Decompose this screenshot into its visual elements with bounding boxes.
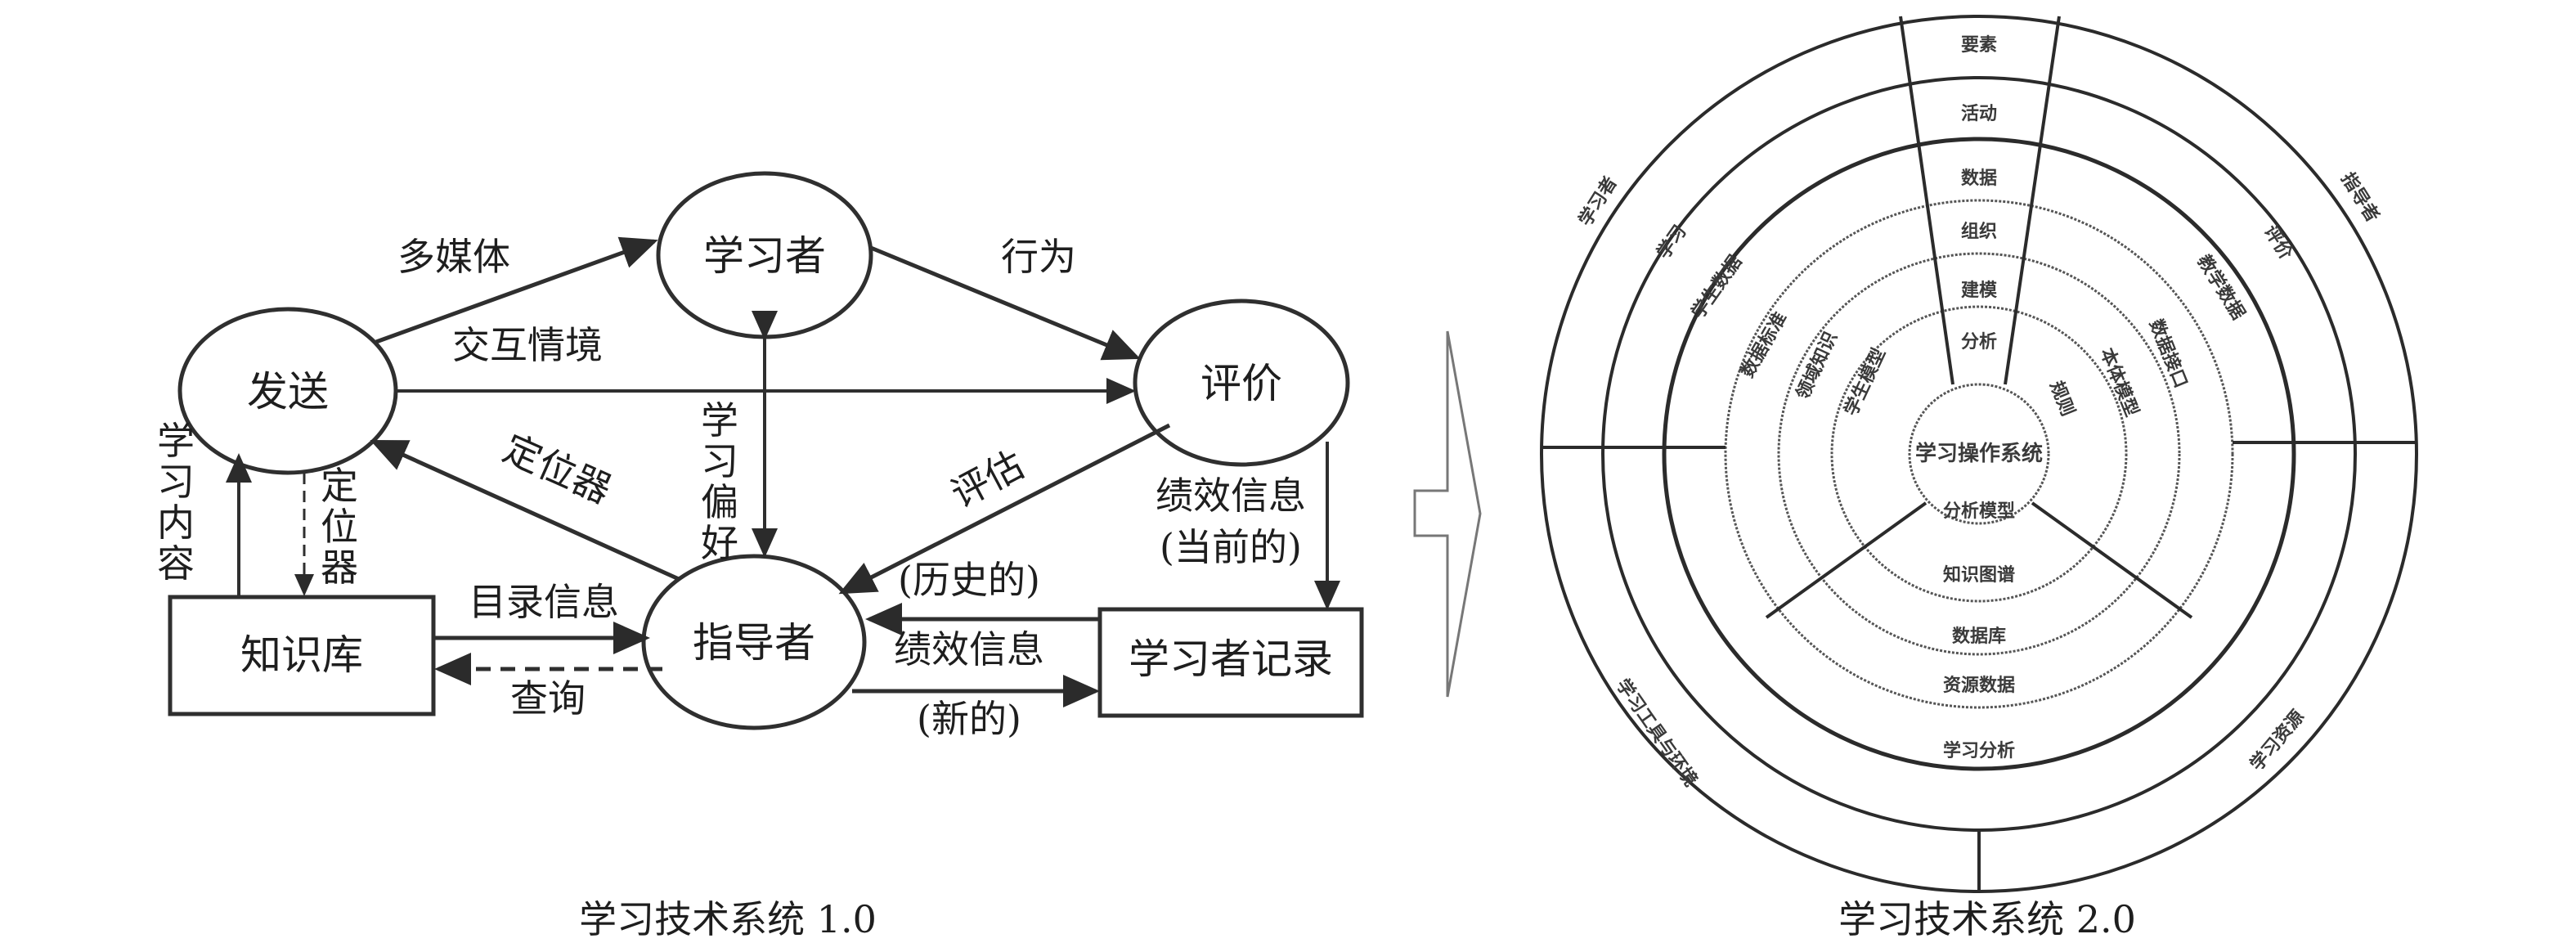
label-left-5: 学生模型	[1840, 345, 1890, 420]
label-right-2: 教学数据	[2193, 251, 2250, 323]
label-top-3: 组织	[1961, 221, 1997, 242]
label-right-0: 指导者	[2336, 169, 2382, 226]
divider-bottom-right	[2031, 501, 2193, 619]
ring-6	[1830, 305, 2128, 603]
label-learning-preference: 学 习 偏 好	[701, 398, 738, 565]
label-performance-current-2: (当前的)	[1160, 525, 1302, 569]
label-behavior: 行为	[1001, 235, 1076, 279]
ring-core	[1908, 383, 2050, 525]
arrow-right-icon	[1413, 330, 1482, 698]
label-preference-char: 习	[701, 439, 738, 483]
node-learner-records	[1097, 607, 1364, 718]
label-query: 查询	[510, 676, 586, 721]
label-top-0: 要素	[1961, 34, 1997, 56]
ring-3	[1662, 137, 2296, 771]
label-left-2: 学生数据	[1687, 251, 1746, 322]
label-right-4: 本体模型	[2096, 345, 2142, 420]
label-interaction-context: 交互情境	[452, 323, 603, 367]
label-preference-char: 学	[701, 398, 738, 442]
divider-top-right	[2004, 16, 2061, 385]
label-top-2: 数据	[1961, 168, 1997, 189]
edge-assessment	[838, 423, 1171, 595]
label-coach: 指导者	[693, 619, 815, 667]
ltsa-1-labels: 发送 学习者 评价 指导者 知识库 学习者记录 多媒体 行为 交互情境 定位器 …	[157, 232, 1333, 941]
label-catalog-info: 目录信息	[469, 580, 619, 624]
label-learning-content-char: 内	[157, 501, 195, 545]
label-top-5: 分析	[1961, 332, 1997, 353]
label-bottom-0: 分析模型	[1943, 501, 2015, 522]
label-right-5: 规则	[2045, 378, 2078, 419]
caption-ltsa-1: 学习技术系统 1.0	[579, 897, 877, 941]
label-knowledge-base: 知识库	[240, 631, 363, 679]
label-learning-content-char: 学	[157, 419, 195, 463]
label-left-0: 学习者	[1575, 173, 1622, 230]
ltsa-2-labels: 学习操作系统 要素 活动 数据 组织 建模 分析 分析模型 知识图谱 数据库 资…	[1575, 34, 2383, 941]
label-top-4: 建模	[1961, 281, 1998, 301]
ring-5	[1777, 252, 2181, 656]
label-performance-new: (新的)	[917, 697, 1021, 741]
label-learning-content: 学 习 内 容	[157, 419, 195, 586]
label-locator-vertical: 定 位 器	[321, 464, 358, 590]
label-learner: 学习者	[703, 232, 826, 280]
ring-4	[1724, 199, 2234, 709]
label-top-1: 活动	[1961, 104, 1997, 124]
label-learning-content-char: 习	[157, 460, 195, 504]
label-locator-diagonal: 定位器	[496, 426, 617, 512]
label-right-1: 评价	[2260, 222, 2296, 263]
caption-ltsa-2: 学习技术系统 2.0	[1838, 897, 2136, 941]
label-evaluation: 评价	[1200, 360, 1282, 407]
label-performance-history: (历史的)	[898, 558, 1040, 602]
label-learning-content-char: 容	[157, 541, 195, 586]
label-performance-current-1: 绩效信息	[1156, 474, 1306, 518]
label-multimedia: 多媒体	[397, 235, 510, 279]
edge-behavior	[870, 245, 1141, 361]
edge-multimedia	[375, 236, 658, 344]
label-center-los: 学习操作系统	[1915, 441, 2043, 466]
label-locator-char: 定	[321, 464, 358, 508]
ltsa-1-diagram	[168, 171, 1364, 730]
label-bottom-2: 数据库	[1952, 626, 2006, 647]
edge-locator-diagonal	[370, 439, 680, 582]
label-bottom-4: 学习分析	[1943, 740, 2015, 761]
label-assessment: 评估	[944, 442, 1031, 516]
divider-top-left	[1899, 16, 1954, 385]
ltsa-2-diagram	[1540, 15, 2418, 893]
label-bottom-3: 资源数据	[1943, 675, 2015, 696]
label-locator-char: 器	[321, 546, 358, 590]
node-knowledge-base	[168, 595, 436, 716]
label-right-lower-0: 学习资源	[2246, 706, 2308, 775]
label-locator-char: 位	[321, 505, 358, 549]
label-preference-char: 好	[701, 521, 738, 565]
label-performance-info: 绩效信息	[894, 627, 1044, 671]
divider-bottom-left	[1765, 501, 1928, 619]
label-preference-char: 偏	[701, 480, 738, 524]
label-delivery: 发送	[247, 368, 329, 415]
label-bottom-1: 知识图谱	[1943, 564, 2015, 586]
label-learner-records: 学习者记录	[1129, 635, 1333, 683]
